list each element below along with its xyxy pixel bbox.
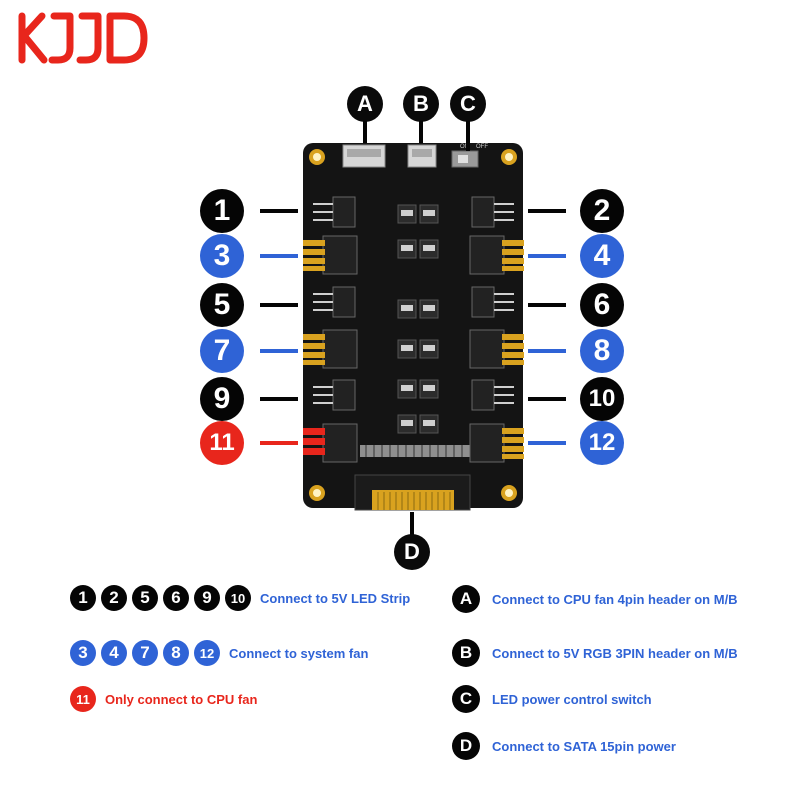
legend-a-text: Connect to CPU fan 4pin header on M/B — [492, 591, 738, 607]
legend-led-num-6: 6 — [163, 585, 189, 611]
legend-fan-text: Connect to system fan — [229, 645, 369, 661]
legend-b: B Connect to 5V RGB 3PIN header on M/B — [452, 639, 738, 667]
legend-led-num-9: 9 — [194, 585, 220, 611]
mounting-holes — [309, 149, 517, 501]
port-number-8: 8 — [580, 329, 624, 373]
legend-led-num-5: 5 — [132, 585, 158, 611]
port-number-10: 10 — [580, 377, 624, 421]
legend-c-text: LED power control switch — [492, 691, 652, 707]
port-line-10 — [528, 397, 566, 401]
legend-led-num-2: 2 — [101, 585, 127, 611]
sata-pin-lines — [365, 445, 463, 457]
callout-b-line — [419, 121, 423, 143]
legend-c: C LED power control switch — [452, 685, 652, 713]
port-number-9: 9 — [200, 377, 244, 421]
port-line-3 — [260, 254, 298, 258]
callout-a-line — [363, 121, 367, 143]
legend-led-num-10: 10 — [225, 585, 251, 611]
legend-cpu: 11 Only connect to CPU fan — [70, 686, 257, 712]
legend-led-num-1: 1 — [70, 585, 96, 611]
legend-cpu-num-11: 11 — [70, 686, 96, 712]
port-number-2: 2 — [580, 189, 624, 233]
port-line-5 — [260, 303, 298, 307]
switch-off-label: OFF — [476, 144, 488, 150]
sata-pins — [360, 445, 470, 457]
legend-fan-num-4: 4 — [101, 640, 127, 666]
callout-d-line — [410, 512, 414, 538]
legend-led-text: Connect to 5V LED Strip — [260, 590, 411, 606]
port-number-5: 5 — [200, 283, 244, 327]
port-line-2 — [528, 209, 566, 213]
port-number-1: 1 — [200, 189, 244, 233]
callout-b: B — [403, 86, 439, 122]
legend-fan-num-3: 3 — [70, 640, 96, 666]
right-headers — [469, 196, 524, 463]
legend-b-text: Connect to 5V RGB 3PIN header on M/B — [492, 645, 738, 661]
left-headers — [303, 196, 358, 463]
legend-b-badge: B — [452, 639, 480, 667]
callout-c-line — [466, 121, 470, 151]
port-line-8 — [528, 349, 566, 353]
port-number-7: 7 — [200, 329, 244, 373]
legend-a: A Connect to CPU fan 4pin header on M/B — [452, 585, 738, 613]
port-number-4: 4 — [580, 234, 624, 278]
switch-on-label: ON — [460, 144, 469, 150]
port-number-6: 6 — [580, 283, 624, 327]
legend-cpu-text: Only connect to CPU fan — [105, 691, 258, 707]
legend-d: D Connect to SATA 15pin power — [452, 732, 676, 760]
brand-logo — [18, 12, 148, 64]
port-line-6 — [528, 303, 566, 307]
callout-d: D — [394, 534, 430, 570]
legend-fan: 3 4 7 8 12 Connect to system fan — [70, 640, 368, 666]
legend-fan-num-12: 12 — [194, 640, 220, 666]
port-number-12: 12 — [580, 421, 624, 465]
port-line-1 — [260, 209, 298, 213]
callout-a: A — [347, 86, 383, 122]
port-line-12 — [528, 441, 566, 445]
port-line-9 — [260, 397, 298, 401]
legend-a-badge: A — [452, 585, 480, 613]
port-line-11 — [260, 441, 298, 445]
chip-leads — [401, 210, 435, 426]
legend-d-text: Connect to SATA 15pin power — [492, 738, 676, 754]
legend-d-badge: D — [452, 732, 480, 760]
port-number-3: 3 — [200, 234, 244, 278]
legend-c-badge: C — [452, 685, 480, 713]
legend-led: 1 2 5 6 9 10 Connect to 5V LED Strip — [70, 585, 410, 611]
port-line-7 — [260, 349, 298, 353]
port-line-4 — [528, 254, 566, 258]
legend-fan-num-7: 7 — [132, 640, 158, 666]
legend-fan-num-8: 8 — [163, 640, 189, 666]
callout-c: C — [450, 86, 486, 122]
pcb — [303, 143, 523, 508]
port-number-11: 11 — [200, 421, 244, 465]
